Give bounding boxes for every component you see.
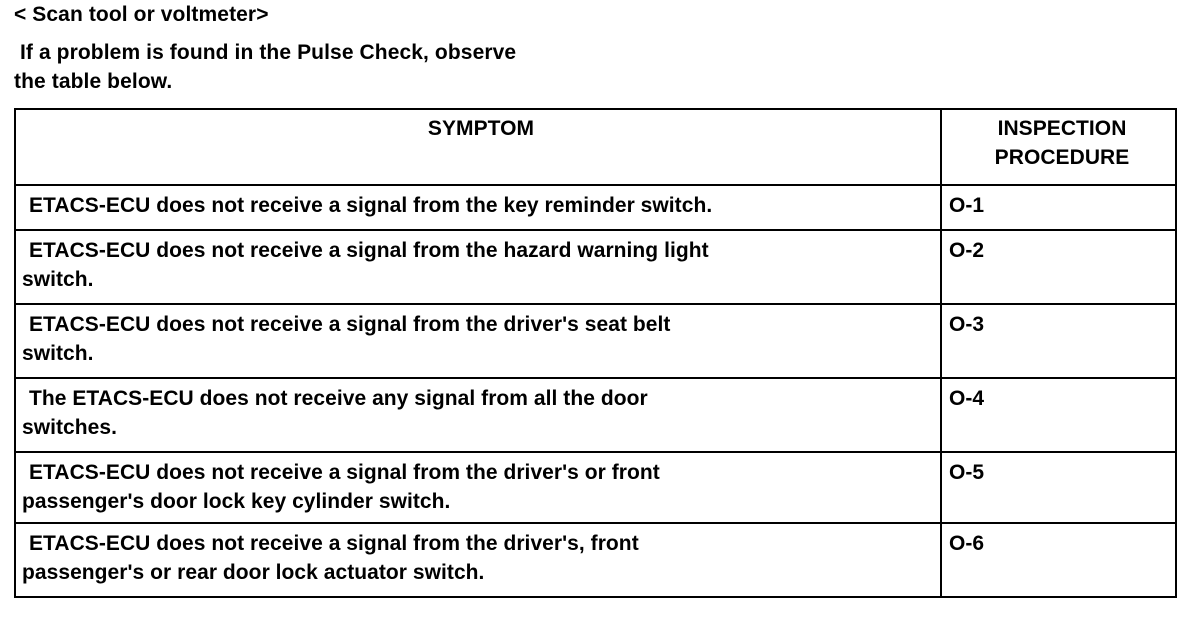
column-header-symptom: SYMPTOM [14,108,942,186]
symptom-text-line-1: The ETACS-ECU does not receive any signa… [29,387,648,410]
column-header-procedure-line-2: PROCEDURE [994,146,1130,169]
table-row: ETACS-ECU does not receive a signal from… [14,303,1177,379]
procedure-code: O-6 [949,532,985,555]
procedure-cell: O-4 [940,377,1177,453]
intro-text-block: < Scan tool or voltmeter> If a problem i… [14,0,1014,96]
table-header-row: SYMPTOM INSPECTION PROCEDURE [14,108,1177,186]
symptom-text-line-1: ETACS-ECU does not receive a signal from… [29,461,660,484]
symptom-cell: ETACS-ECU does not receive a signal from… [14,229,942,305]
table-row: ETACS-ECU does not receive a signal from… [14,184,1177,231]
intro-sentence-line-2: the table below. [14,70,173,93]
symptom-cell: ETACS-ECU does not receive a signal from… [14,184,942,231]
procedure-code: O-1 [949,194,985,217]
symptom-cell: ETACS-ECU does not receive a signal from… [14,451,942,524]
symptom-text-line-1: ETACS-ECU does not receive a signal from… [29,532,639,555]
symptom-cell: The ETACS-ECU does not receive any signa… [14,377,942,453]
column-header-procedure-line-1: INSPECTION [997,117,1127,140]
procedure-code: O-2 [949,239,985,262]
procedure-cell: O-1 [940,184,1177,231]
procedure-code: O-3 [949,313,985,336]
column-header-symptom-label: SYMPTOM [427,117,535,140]
symptom-text-line-2: passenger's or rear door lock actuator s… [22,561,485,584]
symptom-inspection-table: SYMPTOM INSPECTION PROCEDURE E [14,108,1177,598]
table-row: ETACS-ECU does not receive a signal from… [14,522,1177,598]
table-row: ETACS-ECU does not receive a signal from… [14,451,1177,524]
symptom-text-line-1: ETACS-ECU does not receive a signal from… [29,313,671,336]
symptom-text-line-1: ETACS-ECU does not receive a signal from… [29,239,709,262]
procedure-cell: O-2 [940,229,1177,305]
symptom-text-line-2: switches. [22,416,117,439]
column-header-inspection-procedure: INSPECTION PROCEDURE [940,108,1177,186]
symptom-text-line-2: switch. [22,268,94,291]
table-row: ETACS-ECU does not receive a signal from… [14,229,1177,305]
procedure-cell: O-5 [940,451,1177,524]
intro-sentence-line-1: If a problem is found in the Pulse Check… [20,41,517,64]
symptom-cell: ETACS-ECU does not receive a signal from… [14,303,942,379]
table-row: The ETACS-ECU does not receive any signa… [14,377,1177,453]
procedure-code: O-4 [949,387,985,410]
symptom-text-line-1: ETACS-ECU does not receive a signal from… [29,194,713,217]
procedure-cell: O-6 [940,522,1177,598]
procedure-code: O-5 [949,461,985,484]
procedure-cell: O-3 [940,303,1177,379]
symptom-cell: ETACS-ECU does not receive a signal from… [14,522,942,598]
symptom-text-line-2: switch. [22,342,94,365]
symptom-text-line-2: passenger's door lock key cylinder switc… [22,490,451,513]
tool-heading: < Scan tool or voltmeter> [14,3,269,26]
symptom-table-wrapper: SYMPTOM INSPECTION PROCEDURE E [14,108,1177,598]
